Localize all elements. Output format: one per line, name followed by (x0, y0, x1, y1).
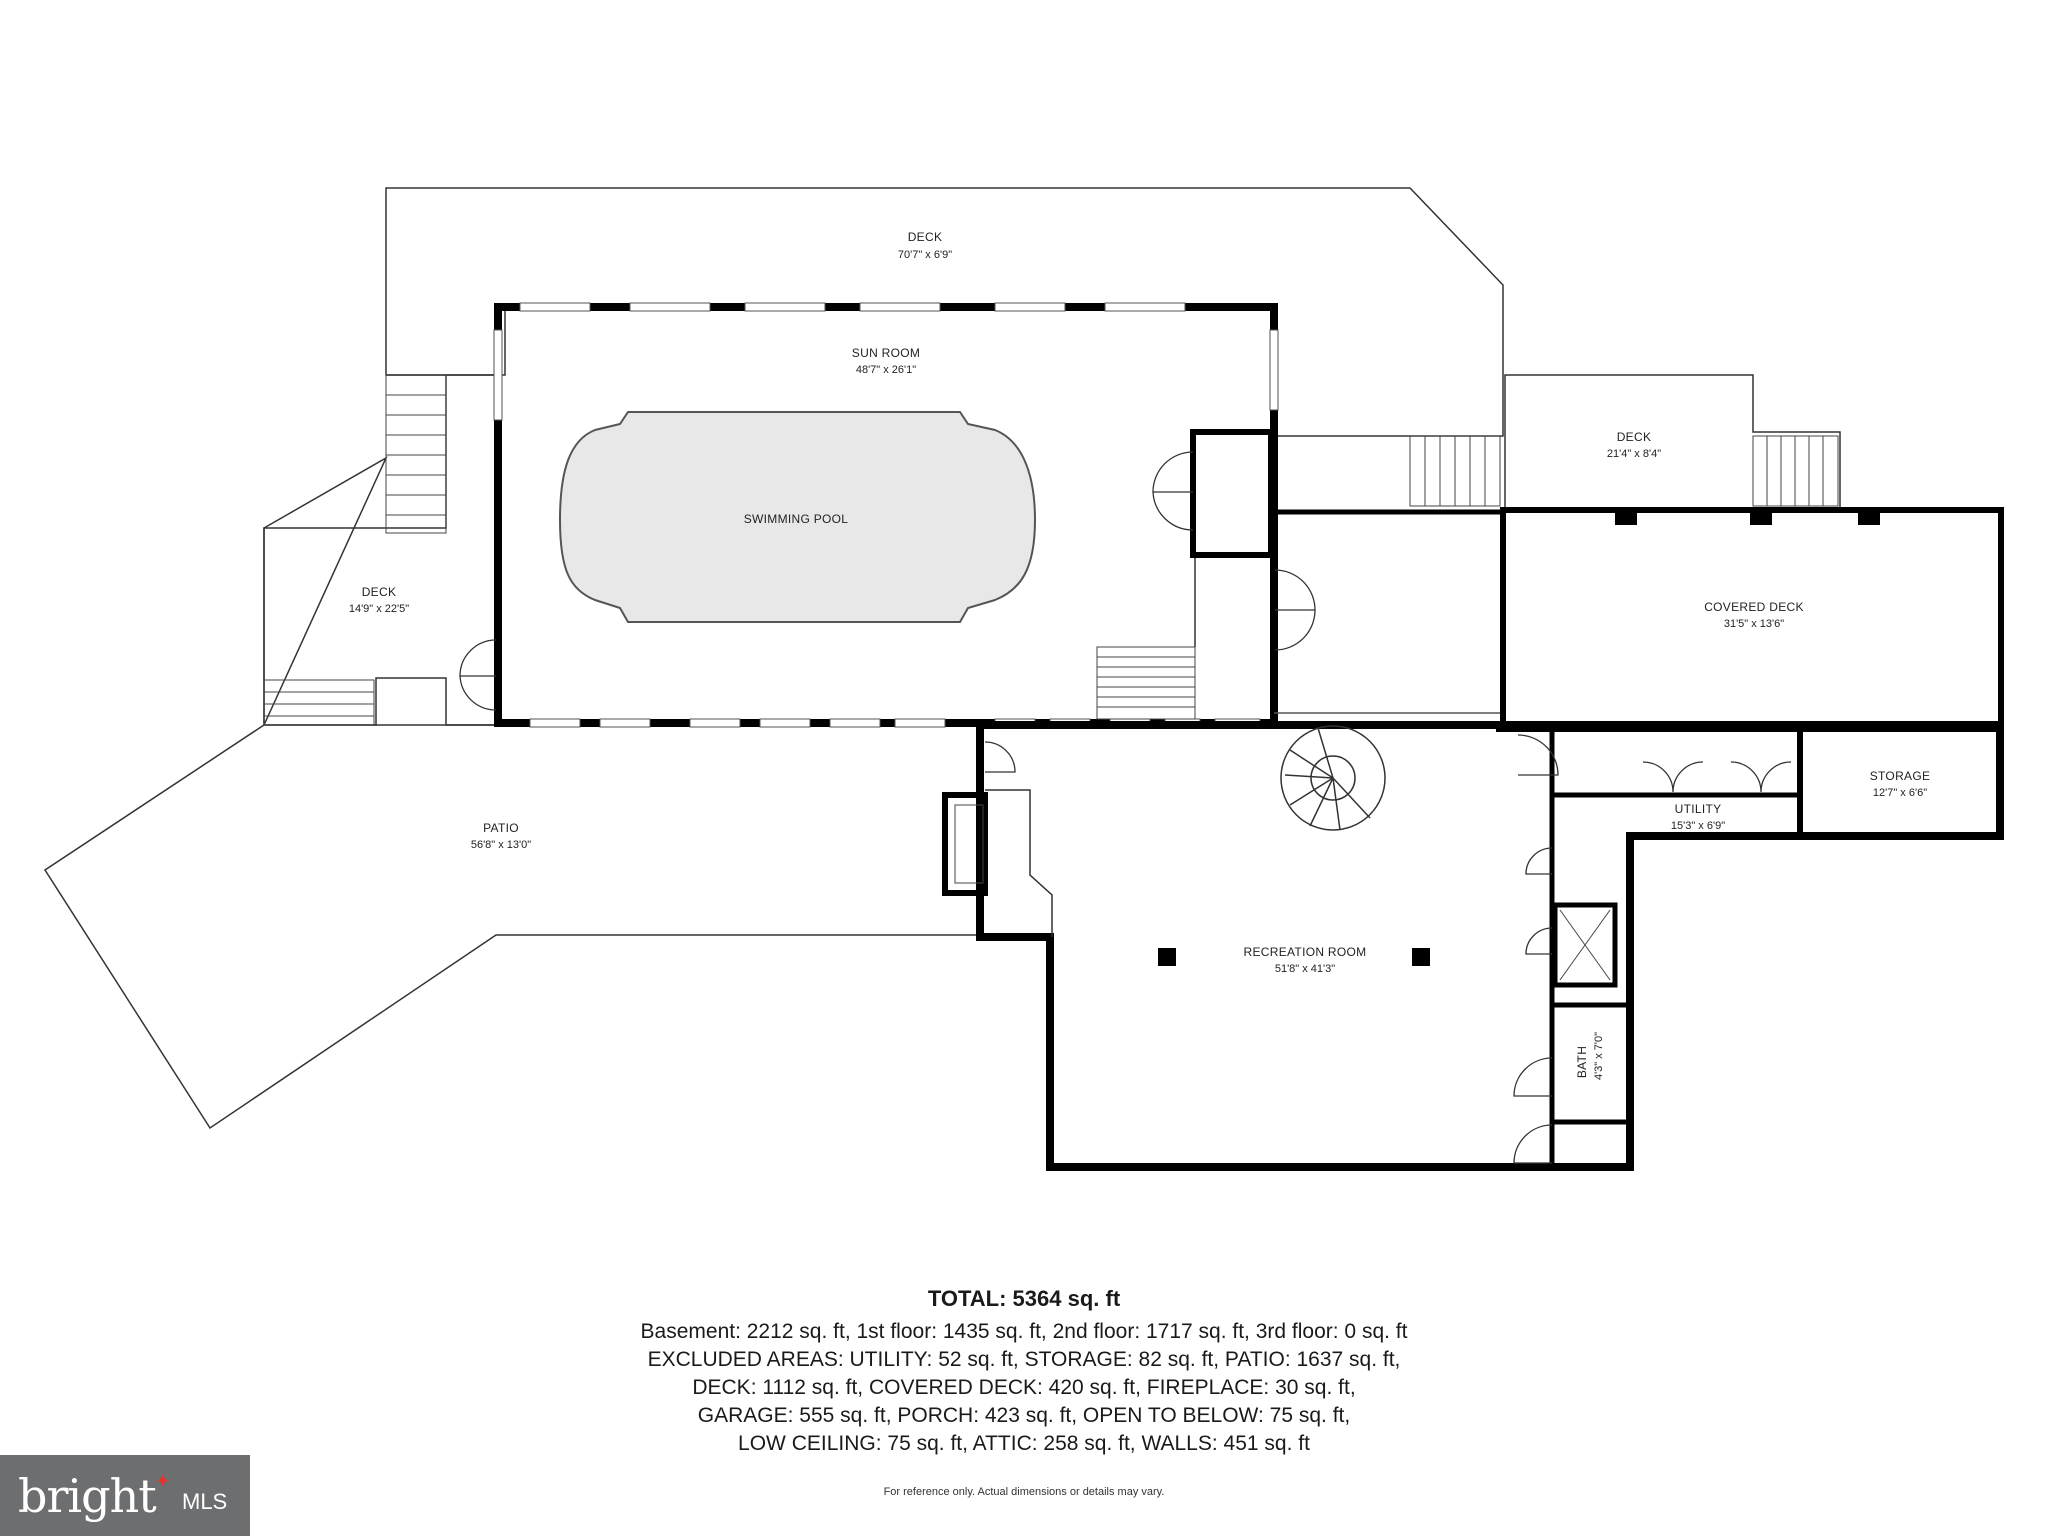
disclaimer: For reference only. Actual dimensions or… (883, 1486, 1165, 1498)
recreation-room-name: RECREATION ROOM (1244, 945, 1367, 959)
sun-room-dims: 48'7" x 26'1" (856, 364, 916, 376)
swimming-pool (558, 411, 1037, 623)
logo-star-icon: ✦ (155, 1471, 171, 1491)
column-3 (1858, 507, 1880, 525)
stairs-deck-right-b (1752, 435, 1839, 507)
deck-right-outline (1504, 374, 1841, 511)
total-area: TOTAL: 5364 sq. ft (927, 1286, 1121, 1311)
bath-dims: 4'3" x 7'0" (1593, 1032, 1605, 1080)
deck-left-outline (263, 374, 497, 726)
covered-deck-name: COVERED DECK (1704, 600, 1804, 614)
stairs-left (385, 374, 447, 534)
deck-right-name: DECK (1617, 430, 1652, 444)
sunroom-inner-wall (1194, 556, 1270, 647)
area-summary: TOTAL: 5364 sq. ft Basement: 2212 sq. ft… (0, 1286, 2048, 1458)
logo-brand: bright (18, 1469, 157, 1523)
rec-column-1 (1158, 948, 1176, 966)
stairs-deck-left (263, 679, 375, 726)
storage-name: STORAGE (1870, 769, 1931, 783)
sun-room-name: SUN ROOM (852, 346, 920, 360)
covered-deck-walls (1500, 507, 2004, 727)
swimming-pool-name: SWIMMING POOL (744, 512, 849, 526)
shower-x2 (1559, 909, 1611, 981)
patio-dims: 56'8" x 13'0" (471, 839, 531, 851)
stairs-deck-right-a (1409, 435, 1501, 507)
recreation-room-dims: 51'8" x 41'3" (1275, 963, 1335, 975)
recreation-room-walls (976, 721, 2004, 1171)
summary-line: DECK: 1112 sq. ft, COVERED DECK: 420 sq.… (692, 1376, 1356, 1399)
spiral-stair (1280, 725, 1386, 831)
stairs-sunroom (1096, 646, 1196, 720)
utility-walls (1549, 728, 1800, 798)
deck-left-name: DECK (362, 585, 397, 599)
utility-name: UTILITY (1675, 802, 1722, 816)
fireplace-wall (985, 789, 1053, 937)
logo-suffix: MLS (182, 1489, 228, 1514)
deck-top-dims: 70'7" x 6'9" (898, 249, 952, 261)
fireplace (942, 792, 988, 896)
sun-room-windows (493, 302, 1279, 728)
column-1 (1615, 507, 1637, 525)
bath-name: BATH (1575, 1046, 1589, 1078)
covered-deck-dims: 31'5" x 13'6" (1724, 618, 1784, 630)
deck-top-name: DECK (908, 230, 943, 244)
deck-top-outline (385, 187, 1504, 437)
summary-line: Basement: 2212 sq. ft, 1st floor: 1435 s… (640, 1320, 1408, 1343)
bright-mls-logo: bright ✦ MLS (0, 1455, 250, 1536)
fireplace-hearth (954, 804, 984, 884)
column-2 (1750, 507, 1772, 525)
rec-column-2 (1412, 948, 1430, 966)
utility-dims: 15'3" x 6'9" (1671, 820, 1725, 832)
patio-outline (43, 724, 981, 1130)
summary-line: LOW CEILING: 75 sq. ft, ATTIC: 258 sq. f… (738, 1432, 1310, 1455)
summary-line: EXCLUDED AREAS: UTILITY: 52 sq. ft, STOR… (647, 1348, 1401, 1371)
door-swings (459, 451, 1792, 1164)
shower-box (1552, 902, 1618, 988)
deck-right-dims: 21'4" x 8'4" (1607, 448, 1661, 460)
summary-line: GARAGE: 555 sq. ft, PORCH: 423 sq. ft, O… (697, 1404, 1351, 1427)
deck-left-wedge (263, 456, 388, 726)
storage-dims: 12'7" x 6'6" (1873, 787, 1927, 799)
closet-box (1190, 429, 1274, 558)
bath-walls (1549, 1002, 1633, 1125)
patio-name: PATIO (483, 821, 519, 835)
deck-left-dims: 14'9" x 22'5" (349, 603, 409, 615)
